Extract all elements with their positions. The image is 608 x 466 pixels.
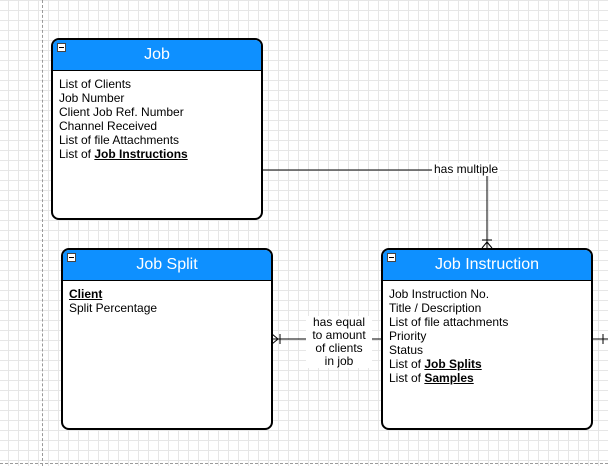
relationship-line-job-instruction[interactable] (262, 169, 488, 248)
collapse-icon[interactable] (67, 253, 76, 262)
attribute-client: Client (69, 287, 271, 301)
entity-job-split-title: Job Split (136, 256, 198, 273)
collapse-icon[interactable] (57, 43, 66, 52)
entity-job-instruction[interactable]: Job Instruction Job Instruction No. Titl… (381, 248, 593, 430)
entity-job-instruction-title: Job Instruction (434, 256, 540, 273)
attribute-title-description: Title / Description (389, 301, 482, 315)
crows-foot-split-bottom (271, 338, 279, 345)
entity-job-split-header[interactable]: Job Split (63, 250, 271, 281)
attribute-file-attachments: List of file Attachments (59, 133, 180, 147)
attribute-file-attachments: List of file attachments (389, 315, 509, 329)
crows-foot-instruction-left (481, 241, 488, 249)
entity-job-attributes: List of Clients Job Number Client Job Re… (53, 71, 261, 161)
reference-job-instructions[interactable]: Job Instructions (94, 147, 188, 161)
reference-job-splits[interactable]: Job Splits (424, 357, 482, 371)
entity-job-split[interactable]: Job Split Client Split Percentage (61, 248, 273, 430)
attribute-prefix: List of (59, 147, 95, 161)
attribute-channel-received: Channel Received (59, 119, 158, 133)
attribute-job-instruction-no: Job Instruction No. (389, 287, 490, 301)
attribute-priority: Priority (389, 329, 427, 343)
attribute-job-number: Job Number (59, 91, 125, 105)
entity-job[interactable]: Job List of Clients Job Number Client Jo… (51, 38, 263, 220)
entity-job-instruction-header[interactable]: Job Instruction (383, 250, 591, 281)
attribute-job-splits: List of Job Splits (389, 357, 591, 371)
attribute-status: Status (389, 343, 424, 357)
entity-job-instruction-attributes: Job Instruction No. Title / Description … (383, 281, 591, 385)
attribute-list-of-clients: List of Clients (59, 77, 132, 91)
page-border-vertical (42, 0, 43, 466)
reference-client[interactable]: Client (69, 287, 103, 301)
crows-foot-split-top (271, 333, 279, 340)
attribute-prefix: List of (389, 371, 425, 385)
page-border-horizontal (0, 463, 608, 464)
crows-foot-instruction-right (486, 241, 493, 249)
attribute-prefix: List of (389, 357, 425, 371)
relationship-label-line: in job (324, 354, 354, 368)
collapse-icon[interactable] (387, 253, 396, 262)
attribute-samples: List of Samples (389, 371, 591, 385)
entity-job-title: Job (144, 46, 170, 63)
attribute-client-job-ref: Client Job Ref. Number (59, 105, 184, 119)
relationship-label-equal-clients: has equal to amount of clients in job (306, 316, 372, 368)
reference-samples[interactable]: Samples (424, 371, 474, 385)
attribute-job-instructions: List of Job Instructions (59, 147, 261, 161)
entity-job-split-attributes: Client Split Percentage (63, 281, 271, 315)
relationship-label-has-multiple: has multiple (432, 162, 501, 176)
entity-job-header[interactable]: Job (53, 40, 261, 71)
relationship-label-line: of clients (315, 341, 363, 355)
relationship-label-line: has equal (312, 315, 366, 329)
relationship-label-line: to amount (312, 328, 366, 342)
attribute-split-percentage: Split Percentage (69, 301, 158, 315)
